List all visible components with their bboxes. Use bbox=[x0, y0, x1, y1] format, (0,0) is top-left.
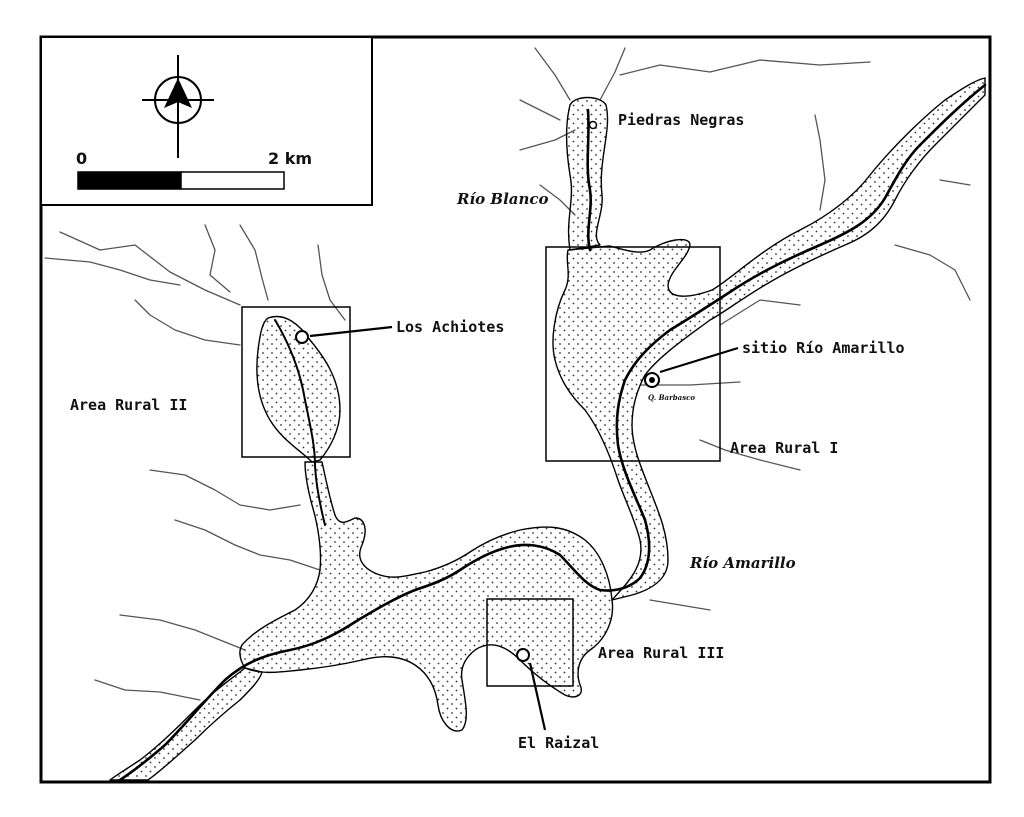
tributary-streams bbox=[44, 47, 971, 701]
los-achiotes-marker bbox=[295, 330, 309, 344]
scale-end-label: 2 km bbox=[268, 149, 312, 168]
area-rural-2-box bbox=[241, 306, 351, 458]
sitio-rio-amarillo-marker-inner bbox=[649, 377, 655, 383]
piedras-negras-label: Piedras Negras bbox=[618, 111, 744, 129]
los-achiotes-label: Los Achiotes bbox=[396, 318, 504, 336]
map-inset: 0 2 km bbox=[40, 36, 373, 206]
achiotes-stream-line bbox=[274, 319, 326, 526]
area-rural-1-label: Area Rural I bbox=[730, 439, 838, 457]
rio-blanco-label: Río Blanco bbox=[456, 190, 549, 208]
rio-blanco-line bbox=[586, 108, 592, 252]
rio-amarillo-line bbox=[413, 83, 987, 592]
scale-bar-black bbox=[77, 171, 182, 190]
piedras-negras-marker bbox=[588, 120, 598, 130]
area-rural-3-box bbox=[486, 598, 574, 687]
el-raizal-leader bbox=[528, 662, 547, 731]
sitio-rio-amarillo-leader bbox=[659, 346, 739, 374]
north-arrow-icon bbox=[142, 55, 214, 158]
los-achiotes-zone bbox=[256, 315, 341, 463]
el-raizal-marker bbox=[516, 648, 530, 662]
area-rural-2-label: Area Rural II bbox=[70, 396, 187, 414]
sitio-rio-amarillo-label: sitio Río Amarillo bbox=[742, 339, 905, 357]
rio-amarillo-label: Río Amarillo bbox=[689, 554, 796, 572]
scale-start-label: 0 bbox=[76, 149, 87, 168]
main-rivers bbox=[118, 83, 987, 782]
area-rural-3-label: Area Rural III bbox=[598, 644, 724, 662]
lower-river-line bbox=[118, 588, 417, 782]
el-raizal-label: El Raizal bbox=[518, 734, 599, 752]
los-achiotes-leader bbox=[309, 325, 393, 338]
q-barbasco-label: Q. Barbasco bbox=[648, 393, 695, 402]
scale-bar-white bbox=[180, 171, 285, 190]
